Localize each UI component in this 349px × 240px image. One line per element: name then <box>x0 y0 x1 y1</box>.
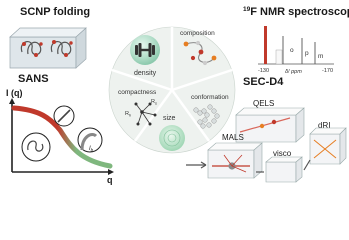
sans-ylabel: I (q) <box>6 88 23 98</box>
density-segment: density <box>130 35 160 77</box>
size-segment: size <box>159 115 185 151</box>
qels-label: QELS <box>253 99 274 108</box>
sans-inset-rod <box>53 105 75 127</box>
sans-annotation: Ib <box>89 146 94 153</box>
composition-chain <box>183 40 217 66</box>
nmr-peak-p-label: p <box>305 50 309 57</box>
dri-detector: dRI <box>309 121 347 165</box>
nmr-peak-o-label: o <box>290 47 294 54</box>
nmr-title: 19F NMR spectroscopy <box>243 6 349 18</box>
diagram-canvas: SCNP folding <box>6 6 349 185</box>
compactness-segment: compactness Rs Rh <box>118 89 157 126</box>
sec-flow-arrows <box>186 159 311 173</box>
size-label: size <box>163 115 176 122</box>
size-sphere <box>159 125 185 151</box>
compactness-label: compactness <box>118 89 157 96</box>
dumbbell-icon <box>135 43 155 57</box>
nmr-tick-right: -170 <box>322 68 333 74</box>
composition-label: composition <box>180 30 215 37</box>
polymer-coil-right <box>50 40 73 57</box>
nmr-peak-main <box>264 26 267 64</box>
nmr-peak-m-label: m <box>318 53 323 60</box>
nmr-tick-left: -130 <box>258 68 269 74</box>
wheel-dividers <box>111 27 233 142</box>
sans-xlabel: q <box>107 175 113 185</box>
polymer-coil-left <box>20 41 43 57</box>
sans-inset-segment: Ib <box>77 127 103 153</box>
composition-segment: composition <box>180 30 217 66</box>
sec-title: SEC-D4 <box>243 76 284 88</box>
sans-scattering-curve <box>11 105 113 169</box>
qels-detector: QELS <box>235 99 305 143</box>
sans-axes <box>9 98 114 175</box>
nmr-panel: 19F NMR spectroscopy o p m -130 -170 δ/ … <box>243 6 349 75</box>
conformation-segment: conformation <box>191 94 229 129</box>
sans-inset-coil <box>21 132 51 162</box>
visco-detector: visco <box>265 149 303 183</box>
sec-panel: SEC-D4 QELS MALS visco <box>186 76 347 183</box>
sans-title: SANS <box>18 73 49 85</box>
radius-rs-label: Rs <box>151 99 157 106</box>
nmr-spectrum: o p m -130 -170 δ/ ppm <box>258 26 334 75</box>
sans-panel: SANS I (q) q Ib <box>6 73 114 185</box>
scnp-folding-panel: SCNP folding <box>9 6 90 69</box>
density-label: density <box>134 70 157 77</box>
visco-label: visco <box>273 149 292 158</box>
compactness-graph-icon <box>134 102 157 126</box>
scnp-folding-title: SCNP folding <box>20 6 90 18</box>
radius-rh-label: Rh <box>125 111 131 118</box>
property-wheel: density composition compactness <box>108 26 236 154</box>
conformation-bead-chain <box>193 104 220 129</box>
mals-detector: MALS <box>207 133 263 179</box>
conformation-label: conformation <box>191 94 229 101</box>
nmr-axis-label: δ/ ppm <box>285 69 302 75</box>
dri-label: dRI <box>318 121 330 130</box>
mals-label: MALS <box>222 133 244 142</box>
